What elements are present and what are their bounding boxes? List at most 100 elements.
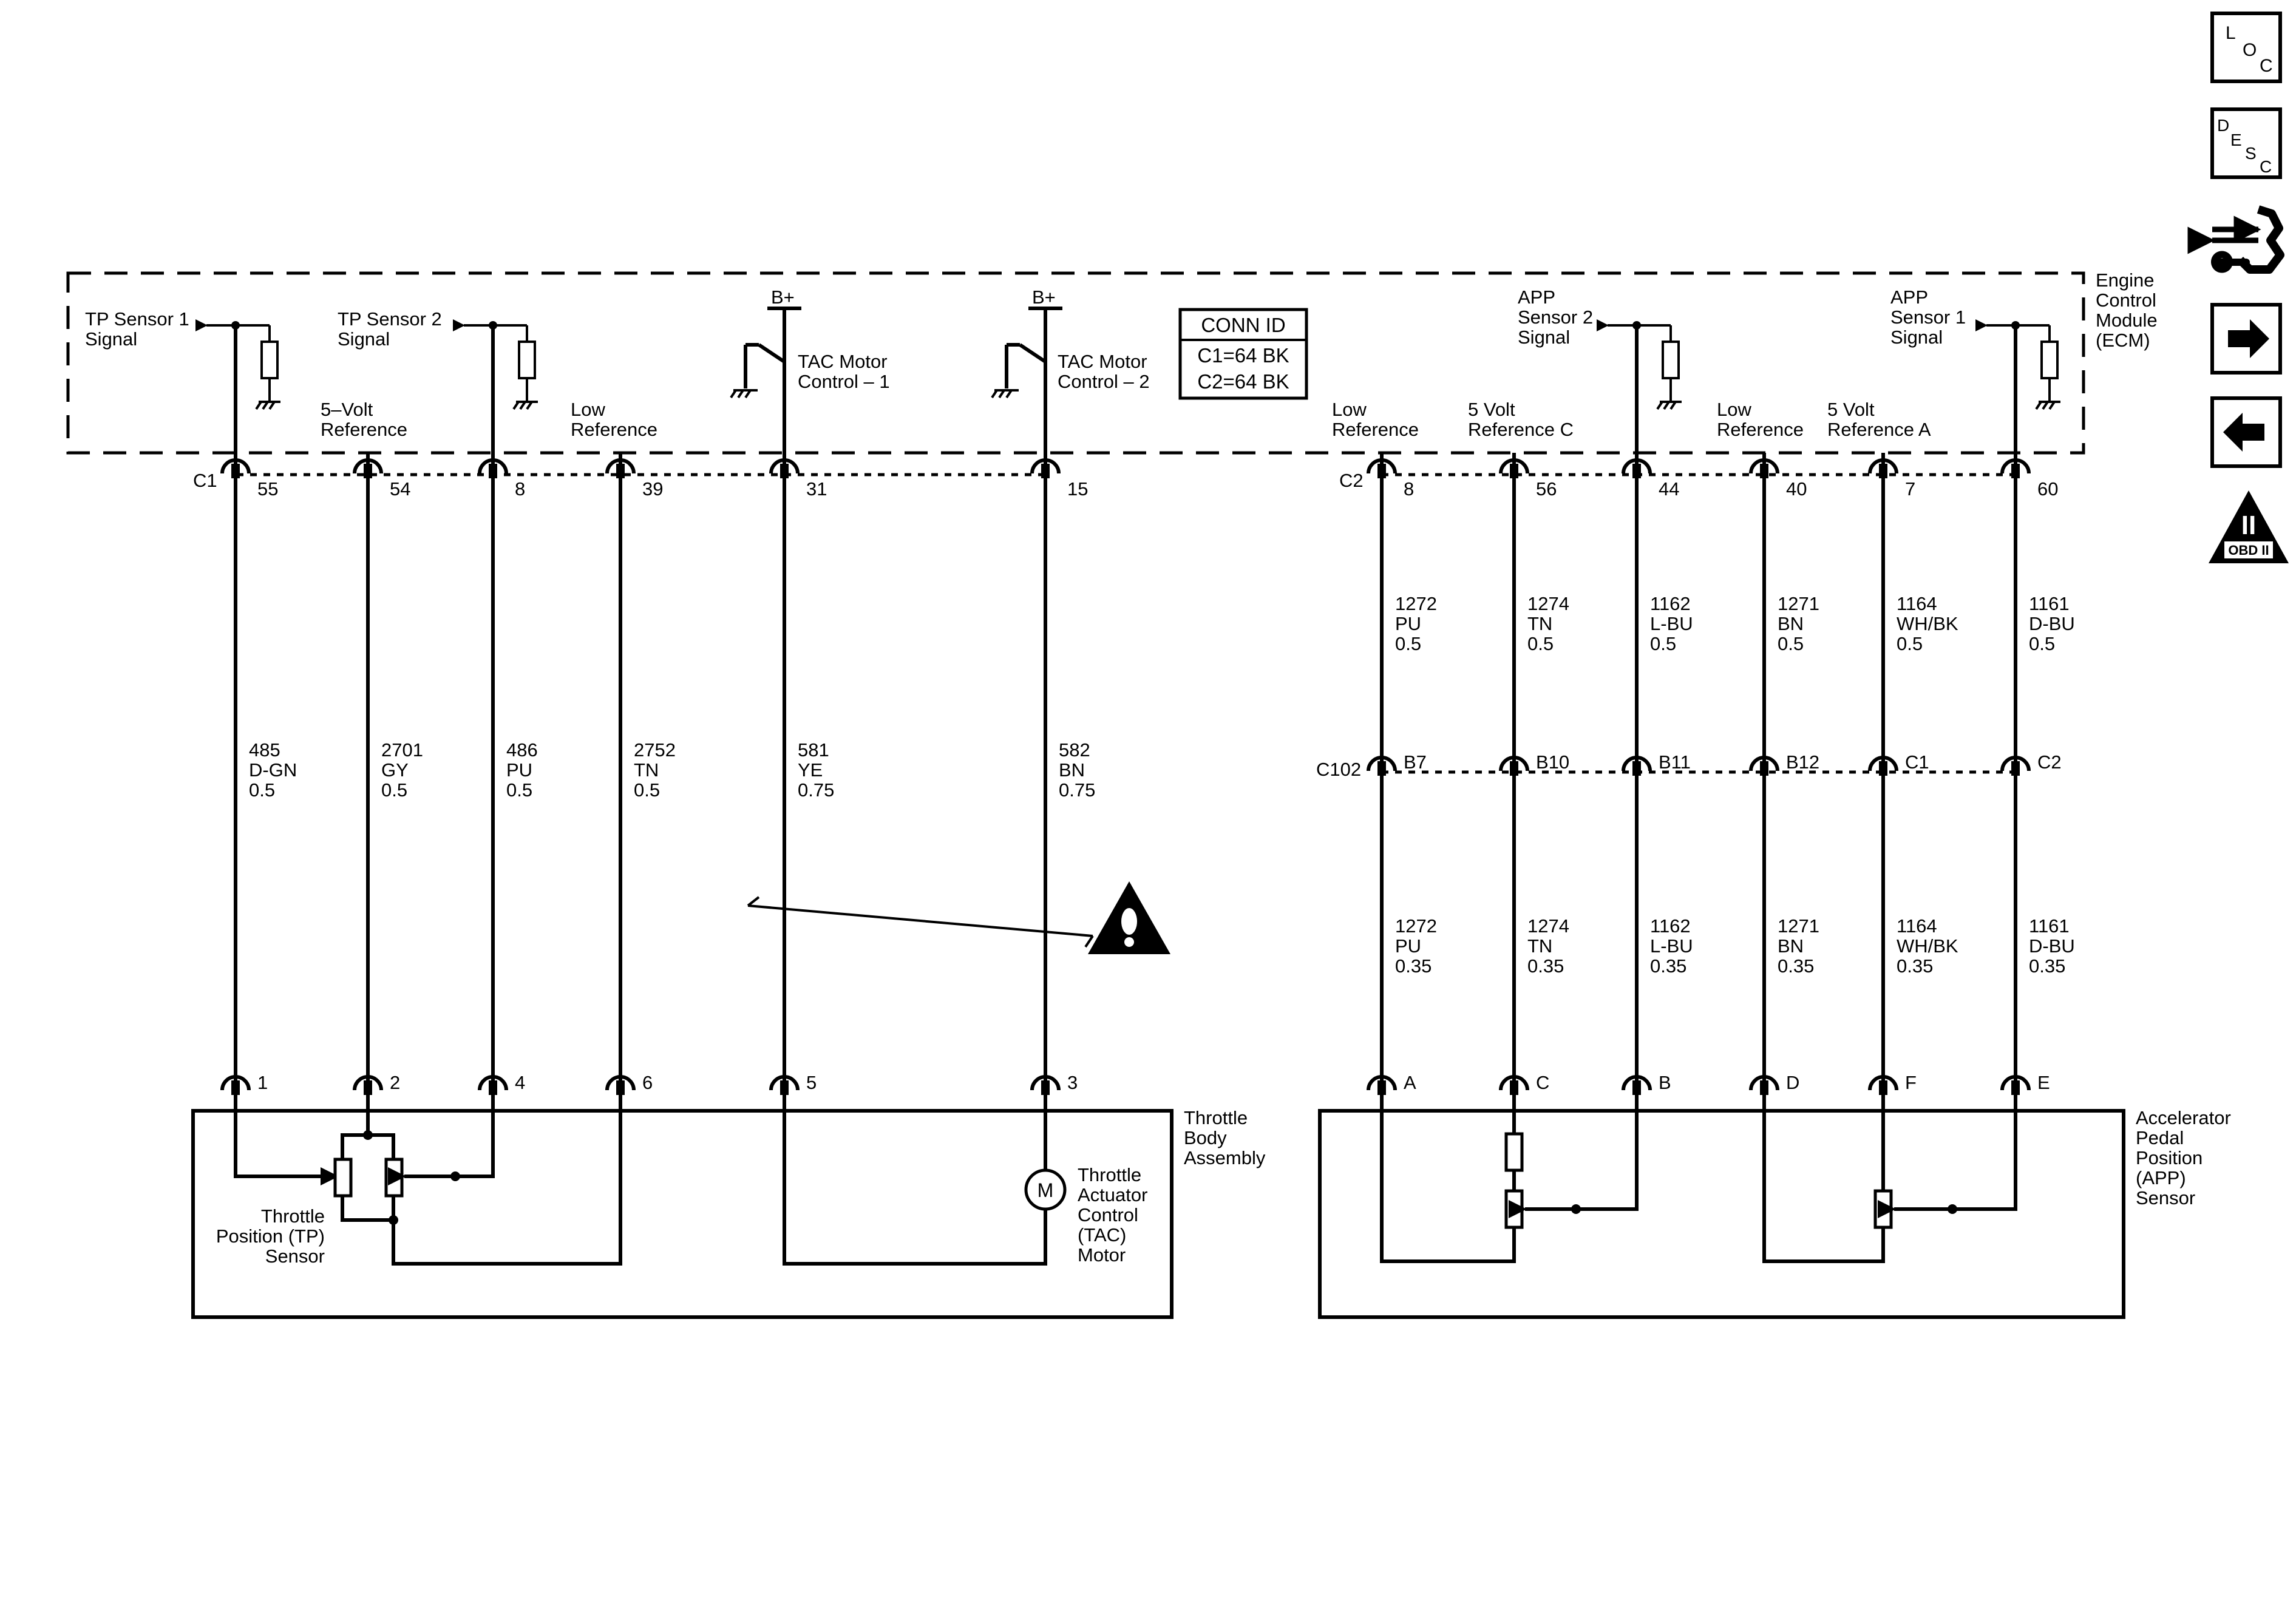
loc-letter: O (2243, 40, 2257, 60)
inline-pin-label: B12 (1786, 751, 1819, 773)
ecm-label-line: Engine (2096, 270, 2155, 291)
app-sensor-label-line: Pedal (2136, 1127, 2184, 1148)
wire-label: BN (1059, 759, 1085, 781)
device-pin-tab (1632, 1080, 1641, 1095)
device-pin-label: 4 (515, 1072, 525, 1093)
ecm-pin (605, 458, 636, 474)
tac-driver-2-switch (991, 307, 1062, 453)
device-pin (1499, 1075, 1529, 1091)
ecm-pin-label: 60 (2037, 478, 2058, 500)
app-sensor-circuit (1380, 1111, 2017, 1263)
wire-label: 0.5 (506, 779, 532, 801)
device-pin (353, 1075, 383, 1091)
device-pin (2000, 1075, 2031, 1091)
next-arrow-button[interactable] (2210, 303, 2282, 375)
wire-label: 2701 (381, 739, 423, 761)
device-pin-tab (1041, 1080, 1050, 1095)
app-sensor-label-line: (APP) (2136, 1167, 2186, 1188)
wire-label: 0.35 (1897, 955, 1933, 977)
ecm-pin-label: 44 (1659, 478, 1679, 500)
throttle-body-label: Throttle Body Assembly (1184, 1107, 1266, 1168)
wire-label: D-GN (249, 759, 297, 781)
tp-sensor-label-line: Sensor (265, 1246, 325, 1267)
ecm-boundary (66, 271, 2085, 455)
wire-label: 0.5 (1650, 633, 1676, 654)
ecm-pin-tab (2011, 464, 2020, 478)
wire-label: 0.75 (1059, 779, 1095, 801)
ecm-pin-tab (231, 464, 240, 478)
tp1-signal-pullup (195, 319, 280, 410)
device-pin (1868, 1075, 1898, 1091)
previous-arrow-button[interactable] (2210, 396, 2282, 468)
wire-label: 1271 (1778, 915, 1819, 937)
wire-label: 1164 (1897, 915, 1937, 937)
location-button[interactable]: L O C (2210, 12, 2282, 83)
ecm-pin-tab (364, 464, 372, 478)
wire-label: PU (1395, 613, 1421, 634)
inline-pin (1367, 756, 1397, 771)
ecm-label-line: (ECM) (2096, 330, 2150, 351)
ecm-pin-tab (780, 464, 789, 478)
device-pin (220, 1075, 251, 1091)
throttle-body-label-line: Throttle (1184, 1107, 1248, 1128)
device-pin-label: 6 (642, 1072, 653, 1093)
wire-label: TN (1527, 613, 1552, 634)
tools-icon[interactable] (2187, 205, 2284, 274)
circuit-label: Reference (1717, 419, 1804, 440)
circuit-label: APP (1890, 286, 1928, 308)
inline-pin-label: B11 (1659, 751, 1691, 773)
wire-label: YE (798, 759, 823, 781)
inline-pin (1868, 756, 1898, 771)
ecm-pin-tab (1377, 464, 1386, 478)
wire-label: 1272 (1395, 593, 1437, 614)
inline-pin-tab (2011, 761, 2020, 776)
device-pin-tab (780, 1080, 789, 1095)
wire-label: 486 (506, 739, 538, 761)
tp2-signal-pullup (453, 319, 538, 410)
conn-id-box: CONN ID C1=64 BK C2=64 BK (1178, 308, 1308, 400)
device-pin (1749, 1075, 1779, 1091)
ecm-label-line: Control (2096, 290, 2156, 311)
app-sensor-label-line: Sensor (2136, 1187, 2195, 1209)
circuit-label: Reference (571, 419, 657, 440)
device-pin-tab (1879, 1080, 1887, 1095)
device-pin-label: F (1905, 1072, 1917, 1093)
ecm-pin-label: 56 (1536, 478, 1557, 500)
desc-letter: D (2217, 116, 2229, 135)
description-button[interactable]: D E S C (2210, 107, 2282, 179)
wire-label: 1271 (1778, 593, 1819, 614)
inline-pin (1749, 756, 1779, 771)
obd-label: OBD II (2228, 543, 2269, 558)
caution-warning-icon[interactable] (747, 881, 1170, 954)
obd-ii-icon[interactable]: II OBD II (2209, 490, 2289, 563)
desc-letter: S (2245, 144, 2257, 163)
device-pin-label: D (1786, 1072, 1799, 1093)
device-pin-tab (231, 1080, 240, 1095)
wire-label: 1161 (2029, 915, 2070, 937)
ecm-pin-tab (1041, 464, 1050, 478)
wire-label: 485 (249, 739, 280, 761)
circuit-label: 5 Volt (1827, 399, 1875, 420)
inline-pin-label: C1 (1905, 751, 1929, 773)
ecm-pin-label: 39 (642, 478, 663, 500)
device-pin-tab (2011, 1080, 2020, 1095)
ecm-pin-label: 31 (806, 478, 827, 500)
wire-label: 0.35 (2029, 955, 2065, 977)
wire-label: 0.5 (1395, 633, 1421, 654)
bplus-label: B+ (771, 286, 795, 308)
throttle-body-label-line: Assembly (1184, 1147, 1266, 1168)
circuit-label: Signal (338, 328, 390, 350)
wire-label: 1274 (1527, 915, 1569, 937)
wire-label: PU (506, 759, 532, 781)
inline-pin (1622, 756, 1652, 771)
circuit-label: Control – 1 (798, 371, 890, 392)
device-pin-tab (489, 1080, 497, 1095)
wire-label: 2752 (634, 739, 676, 761)
circuit-label: TAC Motor (798, 351, 888, 372)
loc-letter: C (2260, 56, 2273, 76)
tac-motor-circuit: M (783, 1111, 1067, 1266)
wire-label: WH/BK (1897, 935, 1958, 957)
ecm-pin-tab (1510, 464, 1518, 478)
wire-label: 0.5 (1778, 633, 1804, 654)
device-pin-label: E (2037, 1072, 2050, 1093)
